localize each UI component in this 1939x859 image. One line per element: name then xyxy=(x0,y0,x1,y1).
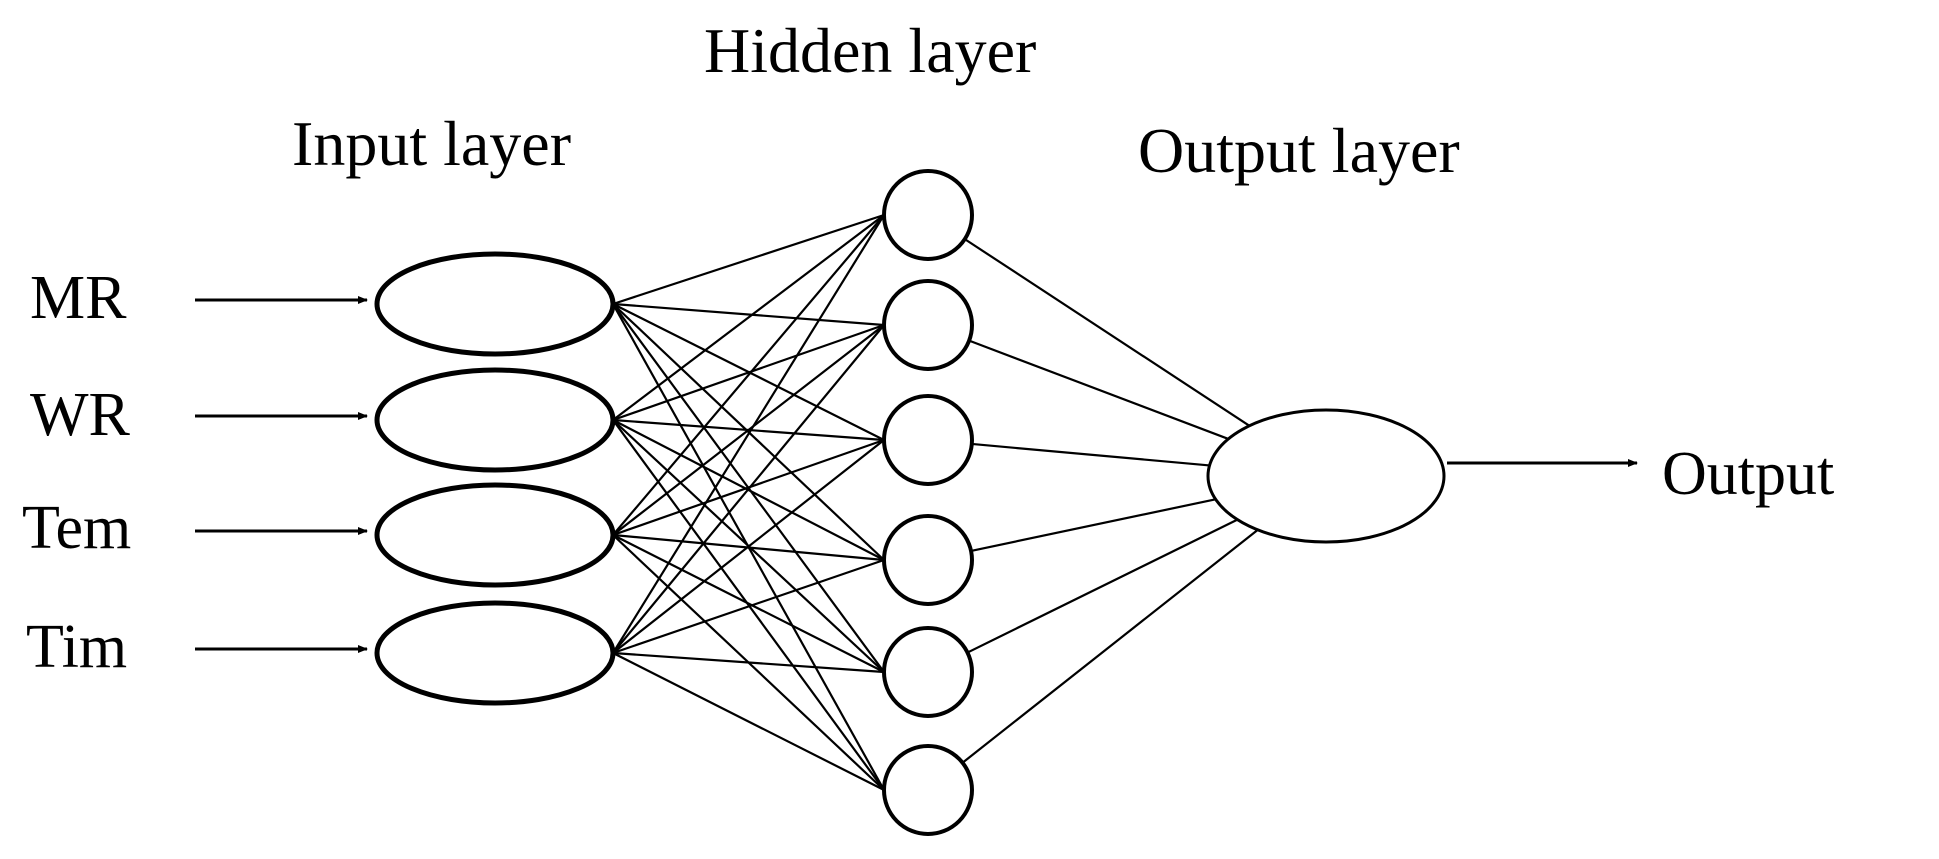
hidden-layer-nodes xyxy=(882,169,974,836)
hidden-node-0 xyxy=(882,169,974,261)
connection-input-1-hidden-1 xyxy=(612,323,885,422)
input-label-mr: MR xyxy=(30,264,127,332)
connection-input-1-hidden-0 xyxy=(612,214,885,421)
connection-hidden-1-output xyxy=(968,339,1229,440)
connection-hidden-5-output xyxy=(961,528,1259,764)
connection-input-3-hidden-0 xyxy=(612,214,885,654)
input-label-wr: WR xyxy=(30,381,131,449)
hidden-node-1 xyxy=(882,279,974,371)
connection-hidden-0-output xyxy=(964,238,1251,427)
hidden-node-4 xyxy=(882,626,974,718)
hidden-layer-title: Hidden layer xyxy=(704,15,1036,86)
hidden-output-connections xyxy=(961,238,1259,764)
hidden-node-3 xyxy=(882,514,974,606)
connection-input-2-hidden-4 xyxy=(612,534,885,673)
hidden-node-5 xyxy=(882,744,974,836)
input-label-tim: Tim xyxy=(26,613,127,681)
connection-input-3-hidden-4 xyxy=(612,651,885,674)
connection-input-0-hidden-0 xyxy=(612,213,885,306)
input-arrows xyxy=(195,296,368,653)
input-hidden-connections xyxy=(612,213,885,791)
connection-hidden-4-output xyxy=(966,518,1238,654)
connection-input-3-hidden-5 xyxy=(612,652,885,791)
connection-input-2-hidden-0 xyxy=(612,214,885,536)
input-layer-nodes xyxy=(374,251,616,706)
output-label: Output xyxy=(1662,440,1834,508)
output-layer-nodes xyxy=(1206,408,1446,544)
connection-input-3-hidden-1 xyxy=(612,324,885,654)
input-node-0 xyxy=(374,251,616,357)
hidden-node-2 xyxy=(882,394,974,486)
input-labels: MR WR Tem Tim xyxy=(22,264,131,681)
input-node-3 xyxy=(374,600,616,706)
connection-hidden-2-output xyxy=(971,442,1210,467)
connection-input-3-hidden-3 xyxy=(612,558,885,655)
connection-input-2-hidden-1 xyxy=(612,324,885,536)
output-layer-title: Output layer xyxy=(1138,115,1460,186)
input-label-tem: Tem xyxy=(22,494,131,562)
connection-input-0-hidden-1 xyxy=(612,302,885,327)
output-node xyxy=(1206,408,1446,544)
input-node-1 xyxy=(374,367,616,473)
input-node-2 xyxy=(374,482,616,588)
connection-input-3-hidden-2 xyxy=(612,439,885,654)
connection-hidden-3-output xyxy=(970,498,1216,552)
input-layer-title: Input layer xyxy=(292,108,571,179)
